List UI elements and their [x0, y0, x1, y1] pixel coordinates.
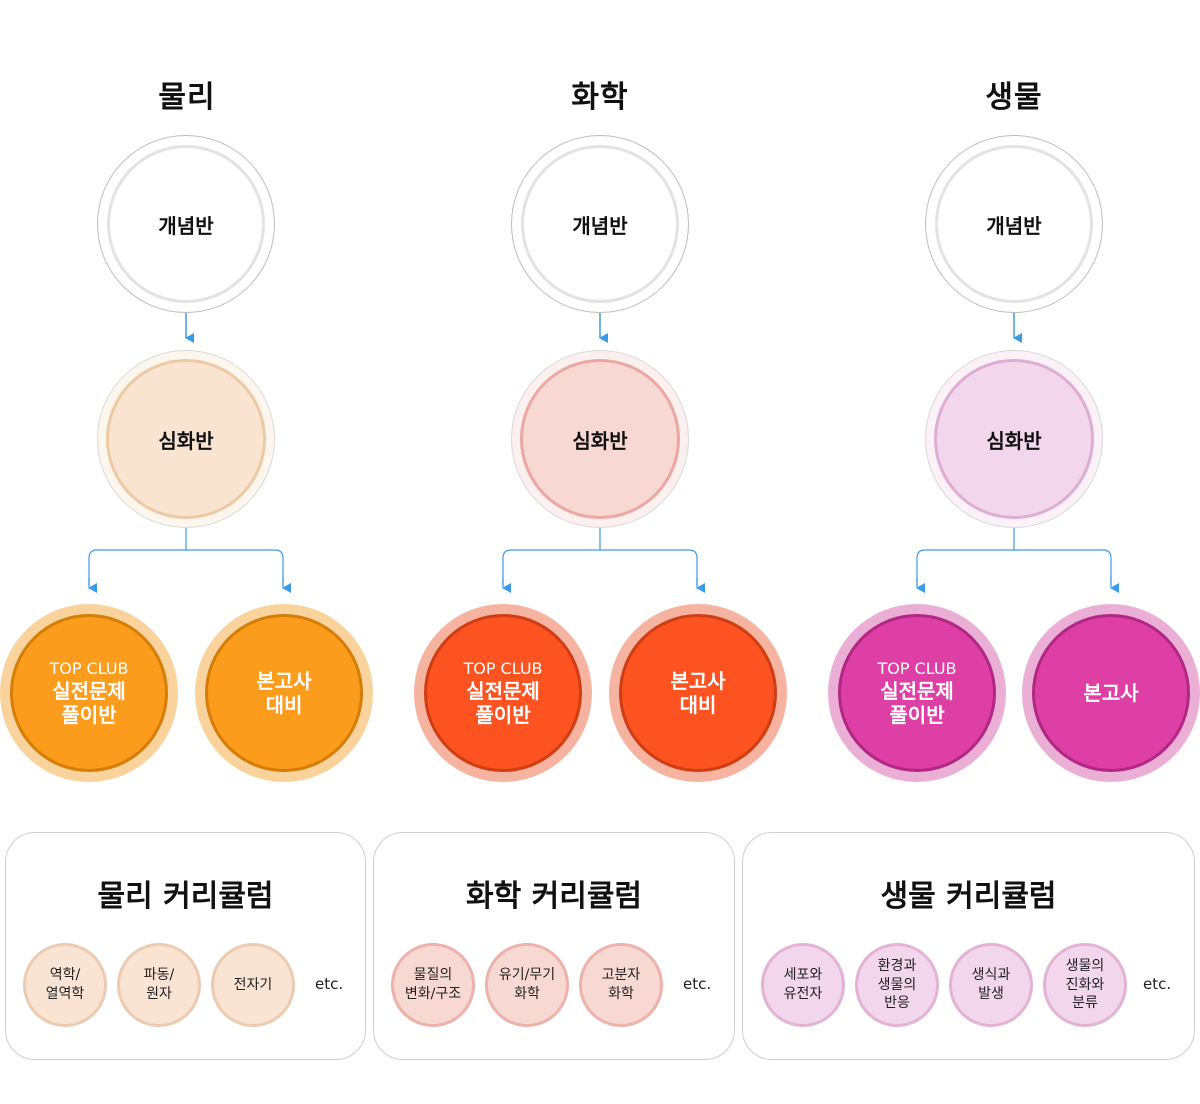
- topic-circle[interactable]: 생물의 진화와 분류: [1043, 943, 1127, 1027]
- exam-label-line1: 본고사: [256, 669, 312, 693]
- concept-class-label: 개념반: [521, 145, 679, 303]
- etc-label: etc.: [683, 975, 712, 993]
- top-club-class-physics[interactable]: TOP CLUB 실전문제 풀이반: [0, 604, 178, 782]
- topic-circle[interactable]: 파동/ 원자: [117, 943, 201, 1027]
- curriculum-box-biology: 생물 커리큘럼 세포와 유전자 환경과 생물의 반응 생식과 발생 생물의 진화…: [742, 832, 1195, 1060]
- branch-connector: [916, 549, 1112, 586]
- advanced-class-label: 심화반: [934, 359, 1094, 519]
- advanced-class-chemistry[interactable]: 심화반: [511, 350, 689, 528]
- exam-class-biology[interactable]: 본고사: [1022, 604, 1200, 782]
- column-title-biology: 생물: [985, 80, 1043, 115]
- exam-label-line1: 본고사: [670, 669, 726, 693]
- advanced-class-label: 심화반: [520, 359, 680, 519]
- top-club-class-chemistry[interactable]: TOP CLUB 실전문제 풀이반: [414, 604, 592, 782]
- topic-circle[interactable]: 역학/ 열역학: [23, 943, 107, 1027]
- topic-circle[interactable]: 고분자 화학: [579, 943, 663, 1027]
- exam-label-line2: 대비: [265, 693, 303, 717]
- top-club-label: TOP CLUB: [877, 659, 957, 679]
- advanced-class-label: 심화반: [106, 359, 266, 519]
- etc-label: etc.: [315, 975, 344, 993]
- practice-label-line1: 실전문제: [880, 678, 954, 703]
- branch-connector: [88, 549, 284, 586]
- topic-circle[interactable]: 물질의 변화/구조: [391, 943, 475, 1027]
- curriculum-title: 생물 커리큘럼: [880, 879, 1057, 914]
- practice-label-line2: 풀이반: [61, 702, 117, 727]
- curriculum-box-physics: 물리 커리큘럼 역학/ 열역학 파동/ 원자 전자기 etc.: [5, 832, 366, 1060]
- column-title-physics: 물리: [158, 80, 216, 115]
- column-title-chemistry: 화학: [571, 80, 629, 115]
- top-club-label: TOP CLUB: [463, 659, 543, 679]
- topic-circle[interactable]: 유기/무기 화학: [485, 943, 569, 1027]
- exam-prep-class-physics[interactable]: 본고사 대비: [195, 604, 373, 782]
- curriculum-title: 화학 커리큘럼: [465, 879, 643, 914]
- practice-label-line1: 실전문제: [52, 678, 126, 703]
- practice-label-line1: 실전문제: [466, 678, 540, 703]
- concept-class-biology[interactable]: 개념반: [925, 135, 1103, 313]
- advanced-class-physics[interactable]: 심화반: [97, 350, 275, 528]
- topic-circle[interactable]: 환경과 생물의 반응: [855, 943, 939, 1027]
- practice-label-line2: 풀이반: [889, 702, 945, 727]
- exam-prep-class-chemistry[interactable]: 본고사 대비: [609, 604, 787, 782]
- concept-class-label: 개념반: [107, 145, 265, 303]
- advanced-class-biology[interactable]: 심화반: [925, 350, 1103, 528]
- topic-circle[interactable]: 생식과 발생: [949, 943, 1033, 1027]
- concept-class-label: 개념반: [935, 145, 1093, 303]
- practice-label-line2: 풀이반: [475, 702, 531, 727]
- etc-label: etc.: [1143, 975, 1172, 993]
- curriculum-box-chemistry: 화학 커리큘럼 물질의 변화/구조 유기/무기 화학 고분자 화학 etc.: [373, 832, 735, 1060]
- branch-connector: [502, 549, 698, 586]
- curriculum-title: 물리 커리큘럼: [97, 879, 274, 914]
- topic-circle[interactable]: 세포와 유전자: [761, 943, 845, 1027]
- top-club-class-biology[interactable]: TOP CLUB 실전문제 풀이반: [828, 604, 1006, 782]
- exam-label-line2: 대비: [679, 693, 717, 717]
- exam-label-line1: 본고사: [1083, 681, 1139, 705]
- topic-circle[interactable]: 전자기: [211, 943, 295, 1027]
- concept-class-physics[interactable]: 개념반: [97, 135, 275, 313]
- top-club-label: TOP CLUB: [49, 659, 129, 679]
- concept-class-chemistry[interactable]: 개념반: [511, 135, 689, 313]
